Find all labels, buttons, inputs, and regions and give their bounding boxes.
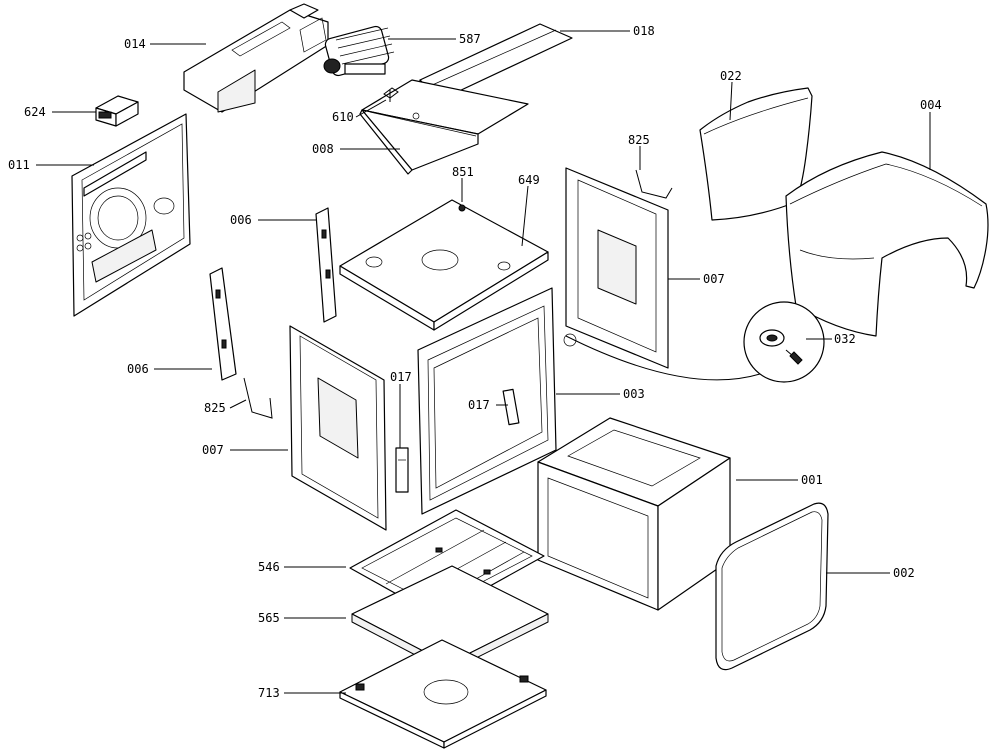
label-003: 003 [623, 387, 645, 401]
label-018: 018 [633, 24, 655, 38]
label-017-inner: 017 [468, 398, 490, 412]
leader-lines [36, 30, 931, 694]
label-008: 008 [312, 142, 334, 156]
label-007-right: 007 [703, 272, 725, 286]
label-565: 565 [258, 611, 280, 625]
part-587-tangential-fan [323, 25, 395, 77]
part-007-side-panel-right [565, 167, 669, 369]
part-624-control-box [95, 95, 139, 127]
part-610-bracket [383, 87, 399, 102]
label-624: 624 [24, 105, 46, 119]
part-713-base-tray [339, 639, 547, 749]
part-006-rail-lower [209, 267, 237, 381]
label-022: 022 [720, 69, 742, 83]
label-587: 587 [459, 32, 481, 46]
label-851: 851 [452, 165, 474, 179]
part-003-front-frame [417, 287, 557, 515]
label-825-upper: 825 [628, 133, 650, 147]
label-017-upper: 017 [390, 370, 412, 384]
label-014: 014 [124, 37, 146, 51]
label-649: 649 [518, 173, 540, 187]
label-006-lower: 006 [127, 362, 149, 376]
label-002: 002 [893, 566, 915, 580]
part-649-top-plate [339, 199, 549, 331]
label-011: 011 [8, 158, 30, 172]
label-004: 004 [920, 98, 942, 112]
part-032-detail-view [563, 301, 825, 383]
part-002-door-gasket [715, 502, 829, 671]
label-007-left: 007 [202, 443, 224, 457]
part-825-wire-hook-lower [243, 377, 273, 419]
label-610: 610 [332, 110, 354, 124]
part-011-rear-panel [71, 113, 191, 317]
label-006-upper: 006 [230, 213, 252, 227]
label-546: 546 [258, 560, 280, 574]
label-001: 001 [801, 473, 823, 487]
part-017-hinge-lower [395, 447, 409, 493]
part-008-baffle-plate [359, 79, 529, 175]
part-022-insulation-block [699, 87, 813, 221]
part-007-side-panel-left [289, 325, 387, 531]
label-032: 032 [834, 332, 856, 346]
part-004-insulation-wrap [785, 151, 989, 337]
part-006-rail-upper [315, 207, 337, 323]
label-825-lower: 825 [204, 401, 226, 415]
part-014-cover-panel [183, 3, 329, 113]
part-825-wire-hook-upper [635, 169, 673, 199]
part-001-oven-cavity [537, 417, 731, 611]
label-713: 713 [258, 686, 280, 700]
